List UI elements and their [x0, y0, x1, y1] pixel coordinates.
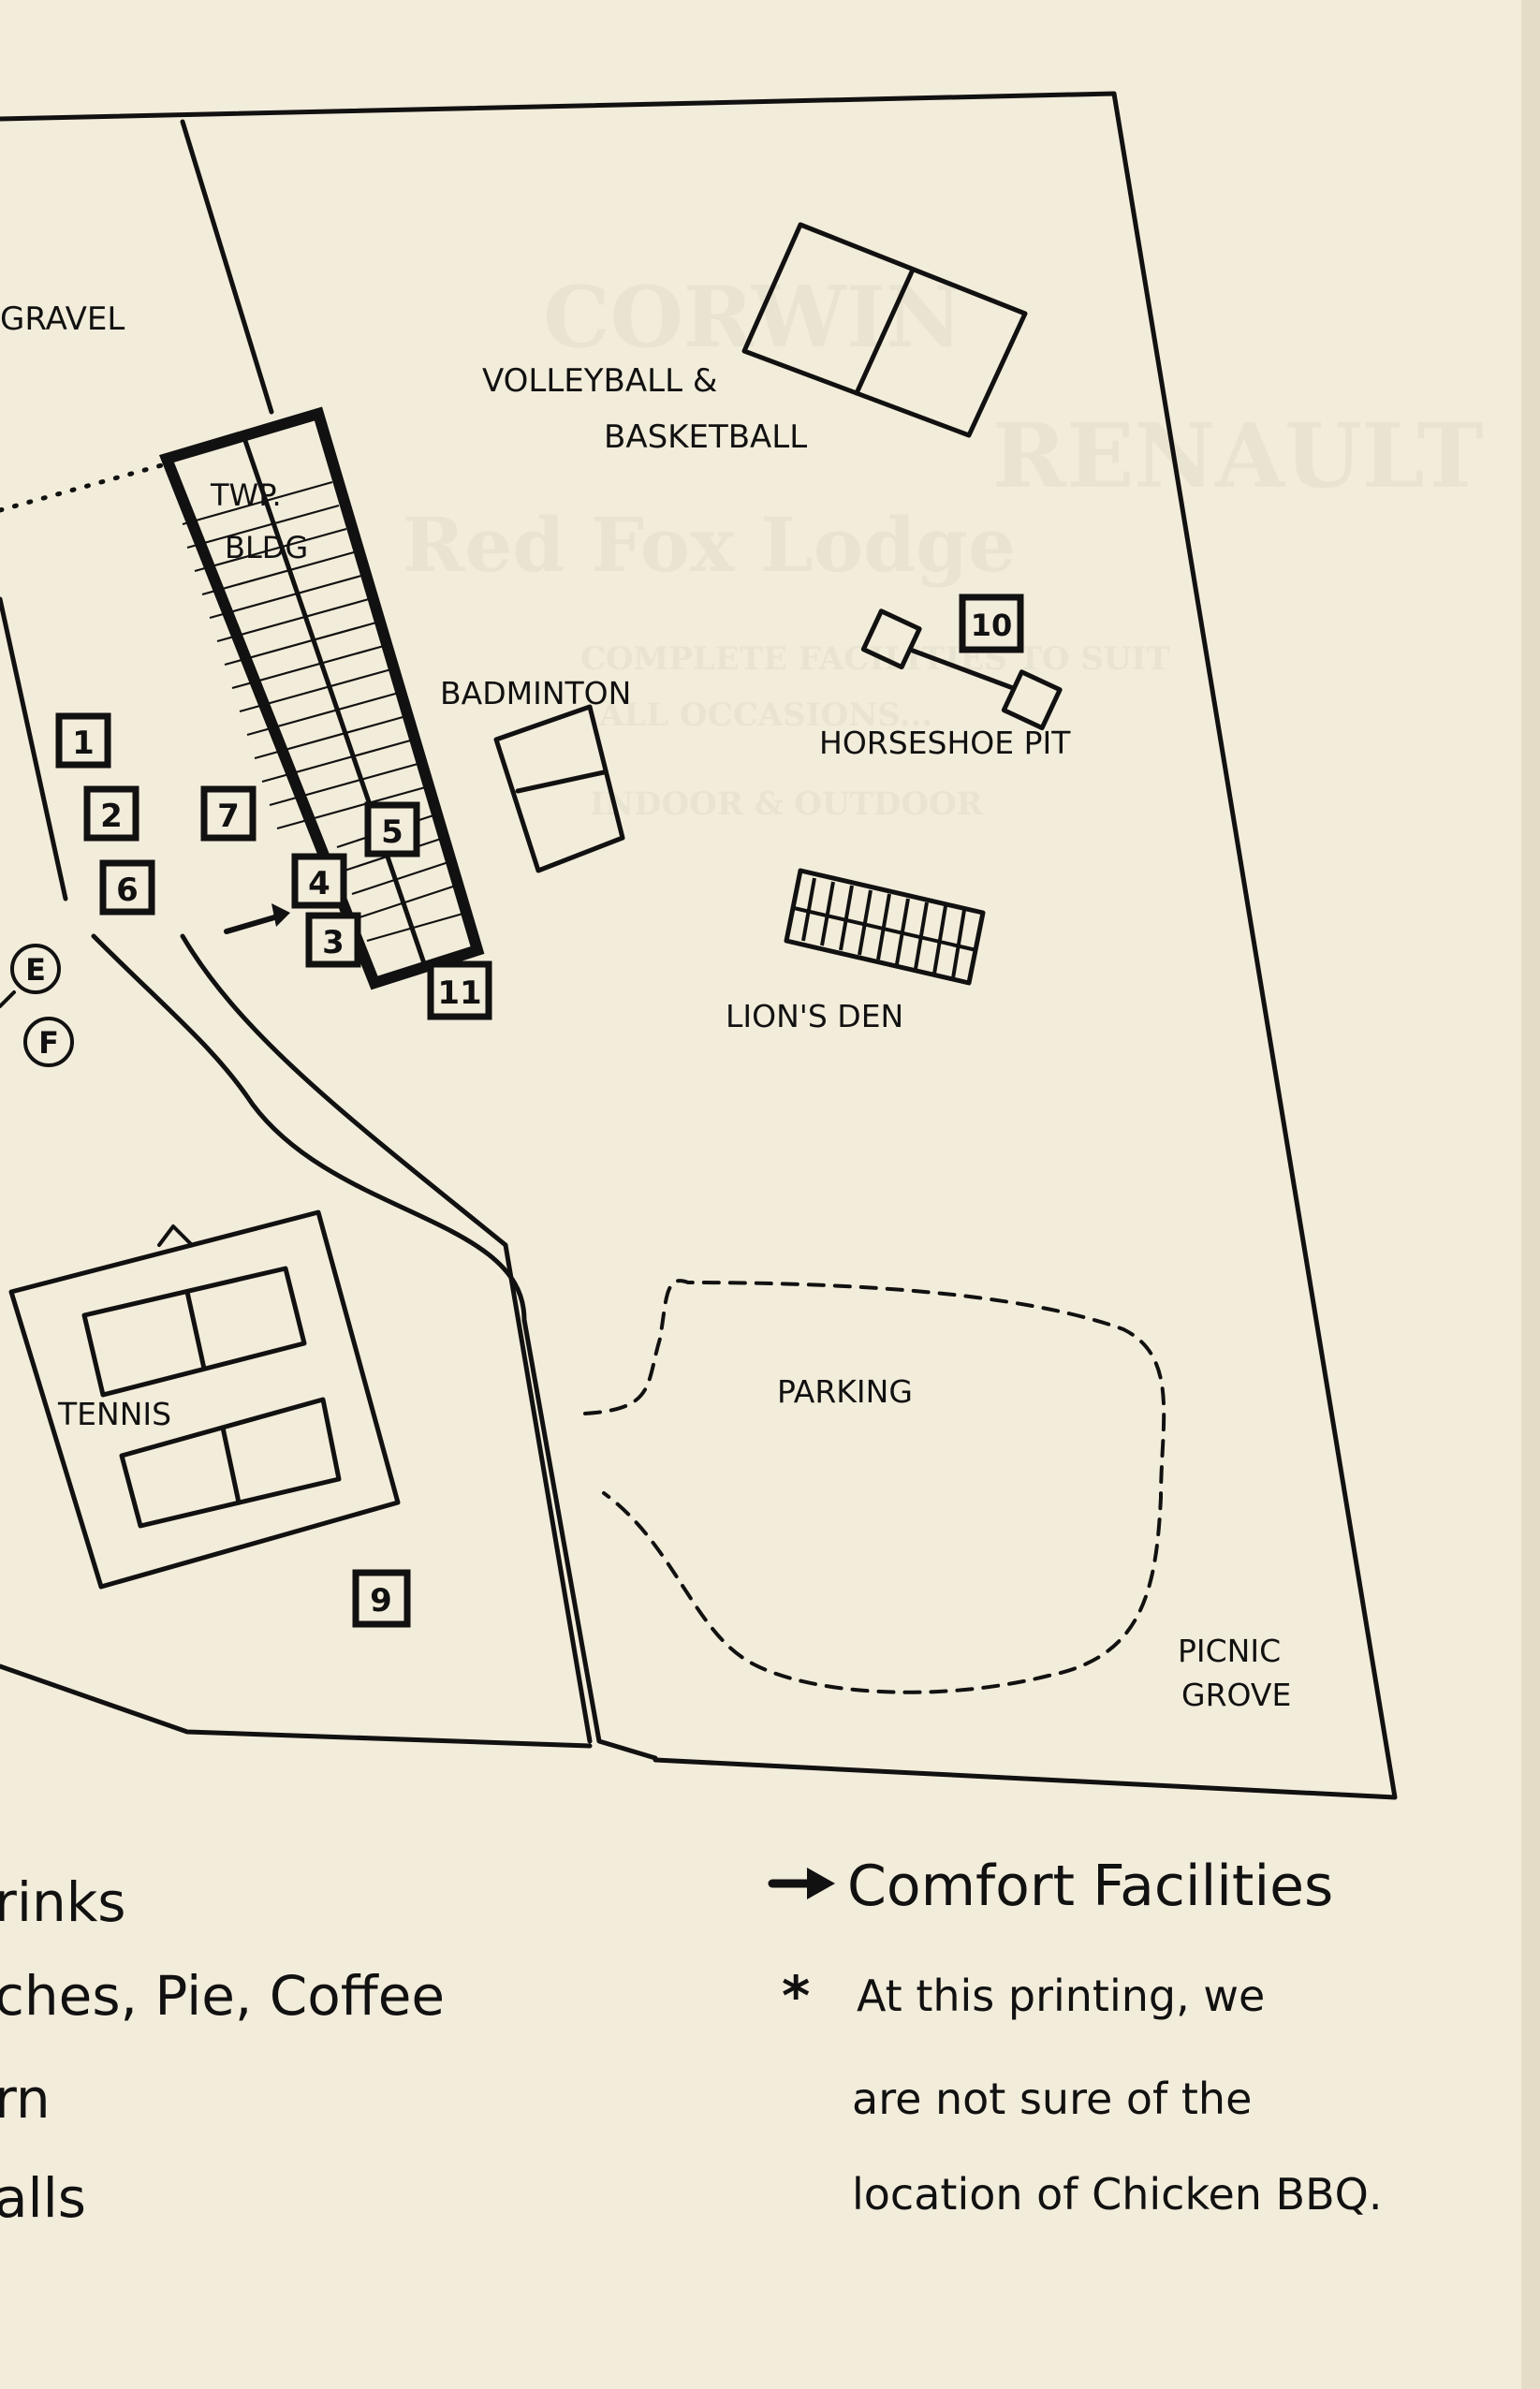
twp-label-line1: TWP. [210, 477, 282, 513]
svg-text:2: 2 [100, 798, 123, 835]
volleyball-basketball-courts [741, 222, 1028, 438]
ghost-line-2: RENAULT [992, 404, 1484, 508]
comfort-facilities-label: Comfort Facilities [847, 1854, 1333, 1919]
picnic-label-line2: GROVE [1181, 1677, 1291, 1713]
legend-left-line1: rinks [0, 1870, 126, 1934]
svg-text:F: F [38, 1025, 59, 1061]
gravel-label: GRAVEL [0, 300, 125, 338]
stand-10[interactable]: 10 [959, 594, 1024, 653]
stand-1[interactable]: 1 [55, 712, 111, 769]
stand-7[interactable]: 7 [200, 785, 257, 842]
ghost-line-5: ALL OCCASIONS... [598, 696, 932, 734]
bottom-road-edge [0, 1664, 593, 1749]
svg-text:3: 3 [322, 924, 345, 961]
note-line2: are not sure of the [852, 2074, 1252, 2124]
svg-text:5: 5 [381, 813, 403, 851]
parking-label: PARKING [777, 1373, 913, 1410]
stand-9[interactable]: 9 [352, 1569, 411, 1628]
dotted-path [0, 461, 171, 513]
stand-6[interactable]: 6 [99, 859, 155, 916]
parking-area [583, 1279, 1166, 1694]
left-strip-edge [0, 596, 68, 901]
tennis-label: TENNIS [57, 1396, 171, 1432]
svg-text:9: 9 [370, 1582, 392, 1620]
lions-den [784, 868, 986, 986]
svg-text:11: 11 [437, 975, 481, 1012]
volleyball-label-line1: VOLLEYBALL & [482, 362, 717, 400]
badminton-court [493, 704, 625, 873]
volleyball-label-line2: BASKETBALL [604, 418, 807, 456]
ghost-line-4: COMPLETE FACILITIES TO SUIT [580, 640, 1170, 678]
legend-left: rinks ches, Pie, Coffee rn alls [0, 1870, 445, 2230]
badminton-label: BADMINTON [440, 675, 631, 711]
note-line3: location of Chicken BBQ. [852, 2169, 1382, 2220]
svg-text:10: 10 [971, 608, 1013, 643]
ghost-line-3: Red Fox Lodge [403, 501, 1016, 589]
asterisk-icon: * [782, 1964, 810, 2028]
marker-f[interactable]: F [23, 1017, 74, 1067]
legend-right: Comfort Facilities * At this printing, w… [768, 1854, 1382, 2220]
legend-left-line2: ches, Pie, Coffee [0, 1964, 445, 2028]
svg-text:7: 7 [217, 798, 240, 835]
svg-text:E: E [25, 952, 46, 988]
property-boundary [0, 91, 1398, 1800]
legend-left-line3: rn [0, 2067, 51, 2131]
arrow-right-icon [768, 1868, 835, 1899]
stand-5[interactable]: 5 [364, 801, 420, 857]
stand-4[interactable]: 4 [291, 853, 347, 909]
tennis-courts [8, 1209, 401, 1590]
ghost-line-6: INDOOR & OUTDOOR [590, 785, 984, 823]
twp-label-line2: BLDG [225, 530, 308, 565]
svg-text:1: 1 [72, 725, 95, 762]
stand-2[interactable]: 2 [83, 785, 139, 842]
stand-11[interactable]: 11 [427, 960, 492, 1020]
lions-den-label: LION'S DEN [726, 998, 903, 1034]
marker-leader [0, 990, 16, 1008]
horseshoe-pit [860, 608, 1063, 731]
marker-e[interactable]: E [10, 944, 61, 994]
road-right-edge [91, 933, 658, 1761]
page-edge [1521, 0, 1540, 2389]
note-line1: At this printing, we [857, 1971, 1265, 2021]
picnic-label-line1: PICNIC [1178, 1633, 1281, 1669]
svg-text:4: 4 [308, 865, 330, 902]
horseshoe-label: HORSESHOE PIT [819, 725, 1071, 761]
road-inner-edge [180, 933, 593, 1744]
svg-text:6: 6 [116, 872, 139, 909]
stand-3[interactable]: 3 [305, 912, 361, 968]
gravel-road-edge [180, 119, 274, 415]
comfort-facility-arrow-icon [224, 903, 290, 934]
legend-left-line4: alls [0, 2166, 86, 2230]
bleed-through-text: CORWIN RENAULT Red Fox Lodge COMPLETE FA… [403, 268, 1484, 823]
